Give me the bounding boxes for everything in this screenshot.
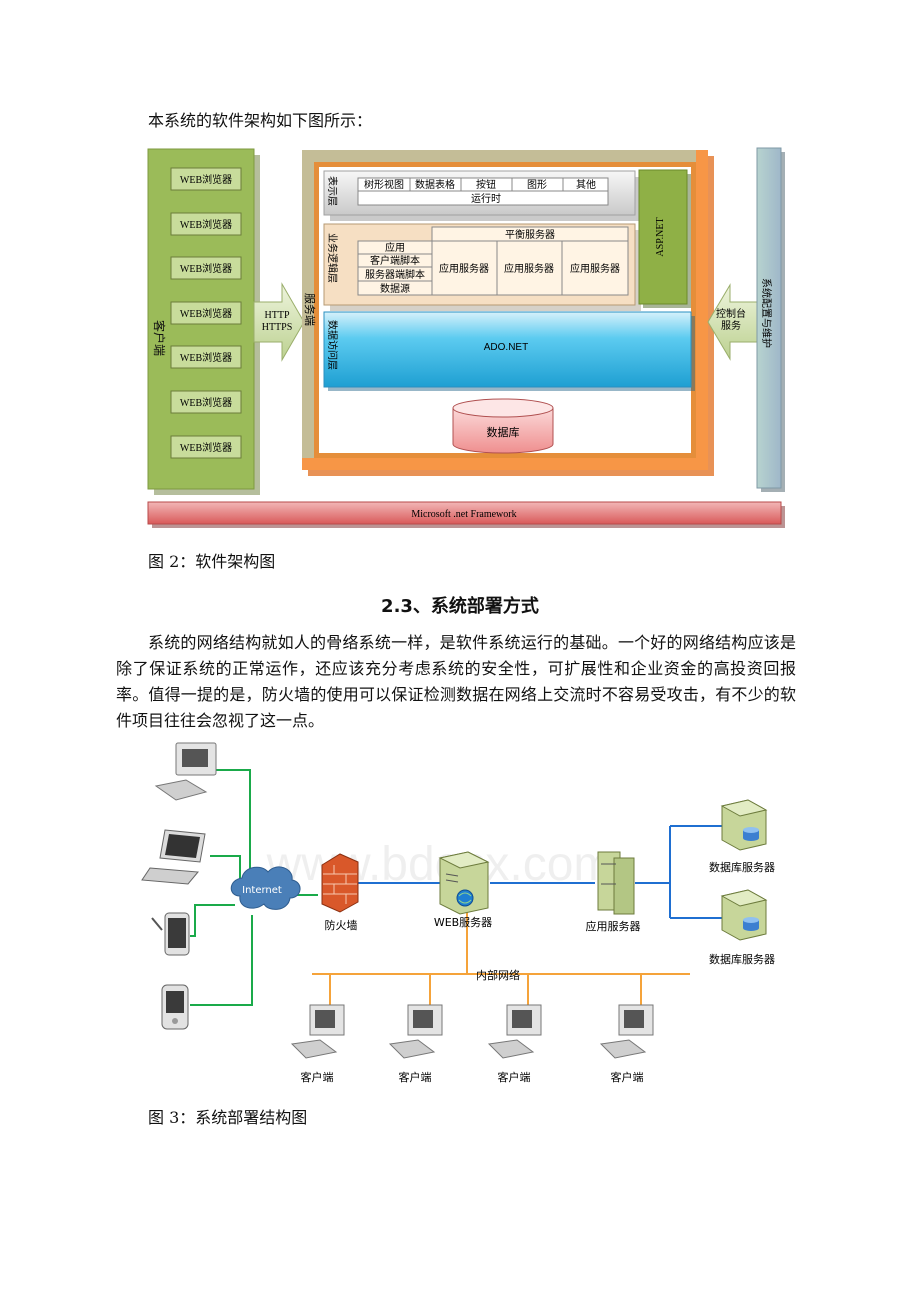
- app-server-box: 应用服务器: [570, 262, 620, 275]
- client-label: 客户端: [498, 1070, 531, 1084]
- ado-label: ADO.NET: [484, 342, 528, 353]
- browser-box: WEB浏览器: [170, 212, 242, 236]
- app-server-box: 应用服务器: [439, 262, 489, 275]
- architecture-diagram: 客户端 WEB浏览器 WEB浏览器 WEB浏览器 WEB浏览器 WEB浏览器 W…: [147, 147, 785, 528]
- config-label: 系统配置与维护: [760, 278, 773, 348]
- pda-icon: [161, 984, 189, 1030]
- figure2-caption: 图 2：软件架构图: [148, 552, 276, 571]
- aspnet-label: ASP.NET: [655, 217, 666, 256]
- presentation-layer: [323, 170, 641, 221]
- laptop-icon: [141, 829, 206, 885]
- svg-text:WEB浏览器: WEB浏览器: [180, 173, 232, 186]
- svg-text:WEB浏览器: WEB浏览器: [180, 262, 232, 275]
- data-access-layer: [323, 311, 695, 391]
- data-access-label: 数据访问层: [326, 320, 339, 370]
- svg-text:WEB浏览器: WEB浏览器: [180, 396, 232, 409]
- business-label: 业务逻辑层: [326, 233, 339, 283]
- desktop-icon: [154, 742, 217, 801]
- db-server-icon: [720, 799, 768, 851]
- internet-cloud: [230, 866, 301, 910]
- config-panel: [756, 147, 785, 492]
- web-server-label: WEB服务器: [434, 916, 492, 929]
- pres-item: 按钮: [476, 178, 496, 191]
- client-pc-icon: [599, 1004, 654, 1059]
- watermark: www.bdocx.com: [266, 838, 614, 891]
- svg-text:WEB浏览器: WEB浏览器: [180, 351, 232, 364]
- framework-bar: [147, 501, 785, 528]
- browser-list: WEB浏览器 WEB浏览器 WEB浏览器 WEB浏览器 WEB浏览器 WEB浏览…: [170, 167, 242, 459]
- pres-runtime: 运行时: [471, 192, 501, 205]
- business-layer: [323, 223, 641, 311]
- client-label: 客户端: [611, 1070, 644, 1084]
- protocol-https: HTTPS: [262, 322, 293, 333]
- database-label: 数据库: [487, 425, 520, 439]
- business-app: 应用: [385, 241, 405, 254]
- internet-label: Internet: [242, 885, 282, 896]
- balance-server: 平衡服务器: [505, 228, 555, 241]
- client-label: 客户端: [152, 320, 167, 356]
- svg-text:WEB浏览器: WEB浏览器: [180, 218, 232, 231]
- app-server-label: 应用服务器: [586, 919, 641, 933]
- pres-item: 数据表格: [415, 178, 455, 191]
- pres-item: 图形: [527, 179, 547, 191]
- business-server-script: 服务器端脚本: [365, 268, 425, 281]
- aspnet-column: [638, 169, 691, 308]
- section-title: 2.3、系统部署方式: [381, 596, 539, 617]
- app-server-icon: [597, 851, 635, 915]
- console-line2: 服务: [721, 319, 741, 332]
- server-label: 服务端: [303, 293, 316, 326]
- browser-box: WEB浏览器: [170, 256, 242, 280]
- business-datasource: 数据源: [380, 282, 410, 295]
- console-arrow: [707, 283, 758, 361]
- db-server-label: 数据库服务器: [709, 952, 775, 966]
- client-label: 客户端: [399, 1070, 432, 1084]
- browser-box: WEB浏览器: [170, 435, 242, 459]
- intro-text: 本系统的软件架构如下图所示：: [148, 111, 373, 130]
- browser-box: WEB浏览器: [170, 345, 242, 369]
- presentation-label: 表示层: [326, 176, 339, 206]
- blue-links: [354, 825, 722, 919]
- database-cylinder: [452, 398, 554, 454]
- lan-lines: [312, 910, 690, 1010]
- client-pc-icon: [487, 1004, 542, 1059]
- body-paragraph: 系统的网络结构就如人的骨络系统一样，是软件系统运行的基础。一个好的网络结构应该是…: [116, 633, 796, 730]
- figure3-caption: 图 3：系统部署结构图: [148, 1108, 308, 1127]
- firewall-icon: [321, 853, 359, 913]
- browser-box: WEB浏览器: [170, 167, 242, 191]
- client-label: 客户端: [301, 1070, 334, 1084]
- pres-item: 树形视图: [364, 178, 404, 191]
- svg-text:WEB浏览器: WEB浏览器: [180, 307, 232, 320]
- protocol-http: HTTP: [265, 310, 290, 321]
- business-client-script: 客户端脚本: [370, 254, 420, 267]
- web-server-icon: [438, 851, 490, 915]
- browser-box: WEB浏览器: [170, 301, 242, 325]
- svg-text:WEB浏览器: WEB浏览器: [180, 441, 232, 454]
- framework-label: Microsoft .net Framework: [411, 509, 516, 520]
- browser-box: WEB浏览器: [170, 390, 242, 414]
- app-server-box: 应用服务器: [504, 262, 554, 275]
- client-pc-icon: [290, 1004, 345, 1059]
- http-arrow: [253, 282, 305, 362]
- console-line1: 控制台: [716, 307, 746, 320]
- client-pc-icon: [388, 1004, 443, 1059]
- lan-label: 内部网络: [476, 968, 520, 982]
- tablet-icon: [151, 912, 190, 956]
- firewall-label: 防火墙: [325, 918, 358, 932]
- green-links: [190, 769, 318, 1006]
- db-server-label: 数据库服务器: [709, 860, 775, 874]
- db-server-icon: [720, 889, 768, 941]
- pres-item: 其他: [576, 178, 596, 191]
